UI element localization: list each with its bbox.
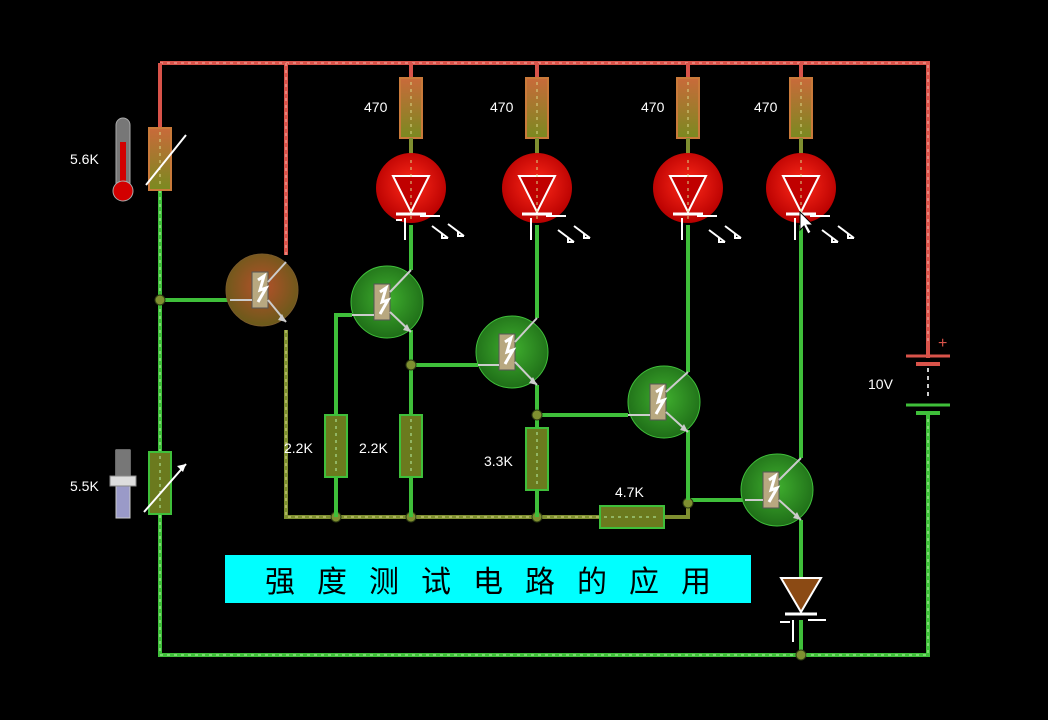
battery-plus-label: +	[938, 335, 947, 352]
light-rays-icon	[431, 223, 465, 239]
battery[interactable]: + 10V	[868, 335, 950, 415]
light-rays-icon	[708, 225, 742, 243]
junction-node	[795, 649, 807, 661]
transistor-1[interactable]	[225, 253, 299, 327]
base-resistor-3[interactable]: 3.3K	[484, 427, 549, 491]
led-resistor-2[interactable]: 470	[490, 77, 549, 139]
internal-wires	[334, 225, 803, 578]
emitter-bus	[284, 330, 745, 523]
led-resistor-4[interactable]: 470	[754, 77, 813, 139]
base-resistor-2[interactable]: 2.2K	[359, 414, 423, 478]
title-banner: 强度测试电路的应用	[225, 555, 751, 603]
slider-icon[interactable]	[109, 449, 137, 519]
base-resistor-4[interactable]: 4.7K	[599, 484, 665, 529]
transistor-4[interactable]	[627, 365, 701, 439]
resistor-label: 470	[364, 99, 388, 115]
battery-label: 10V	[868, 376, 894, 392]
led-4[interactable]	[766, 138, 855, 243]
led-2[interactable]	[502, 138, 591, 243]
light-rays-icon	[821, 225, 855, 243]
resistor-label: 2.2K	[359, 440, 388, 456]
led-3[interactable]	[653, 138, 742, 243]
diode-icon[interactable]	[779, 577, 826, 642]
transistor-3[interactable]	[475, 315, 549, 389]
thermistor[interactable]: 5.6K	[70, 127, 187, 191]
resistor-label: 3.3K	[484, 453, 513, 469]
led-1[interactable]	[376, 138, 465, 240]
resistor-label: 470	[754, 99, 778, 115]
resistor-label: 470	[490, 99, 514, 115]
cursor-icon	[799, 210, 815, 235]
positive-rail	[158, 61, 930, 345]
sensor-divider	[154, 190, 230, 452]
transistor-5[interactable]	[740, 453, 814, 527]
transistor-2[interactable]	[350, 265, 424, 339]
led-resistor-3[interactable]: 470	[641, 77, 700, 139]
ground-rail	[158, 412, 930, 657]
light-rays-icon	[557, 225, 591, 243]
led-resistor-1[interactable]: 470	[364, 77, 423, 139]
pot-label: 5.5K	[70, 478, 99, 494]
page-title: 强度测试电路的应用	[265, 565, 733, 600]
potentiometer[interactable]: 5.5K	[70, 451, 187, 515]
resistor-label: 470	[641, 99, 665, 115]
thermometer-icon[interactable]	[112, 117, 134, 202]
junction-node	[154, 294, 166, 306]
resistor-label: 4.7K	[615, 484, 644, 500]
thermistor-label: 5.6K	[70, 151, 99, 167]
resistor-label: 2.2K	[284, 440, 313, 456]
base-resistor-1[interactable]: 2.2K	[284, 414, 348, 478]
